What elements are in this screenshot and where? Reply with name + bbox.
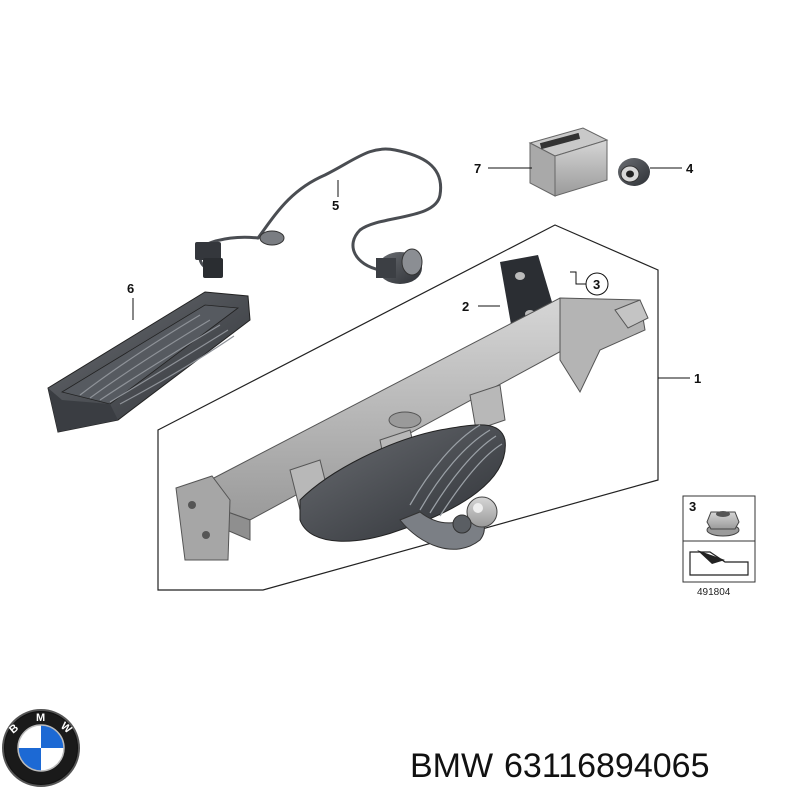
footer-brand: BMW [410, 747, 493, 785]
assembly-direction-icon [689, 550, 749, 576]
socket-part-4 [618, 158, 650, 186]
reference-code: 491804 [697, 587, 731, 598]
harness-plug [376, 248, 423, 284]
legend-part-number: 3 [689, 499, 696, 514]
tow-hitch-assembly-part-1 [175, 297, 649, 561]
callout-7: 7 [474, 161, 481, 176]
callout-5: 5 [332, 198, 339, 213]
bmw-logo: B M W [2, 709, 80, 787]
callout-3: 3 [593, 277, 600, 292]
flange-nut-icon [706, 511, 740, 537]
control-module-part-7 [528, 127, 609, 197]
callout-4: 4 [686, 161, 694, 176]
harness-connectors [195, 230, 423, 284]
callout-6: 6 [127, 281, 134, 296]
legend-box: 3 [682, 495, 756, 583]
callout-1: 1 [694, 371, 701, 386]
leader-line-3 [570, 271, 586, 285]
assembly-frame [157, 224, 659, 591]
callout-2: 2 [462, 299, 469, 314]
swivel-mechanism [299, 411, 506, 542]
wiring-harness-part-5 [198, 147, 443, 272]
tow-ball [399, 496, 498, 550]
cover-tray-part-6 [47, 291, 251, 433]
footer-part-number: 63116894065 [504, 747, 709, 785]
logo-letter-m: M [36, 712, 45, 724]
